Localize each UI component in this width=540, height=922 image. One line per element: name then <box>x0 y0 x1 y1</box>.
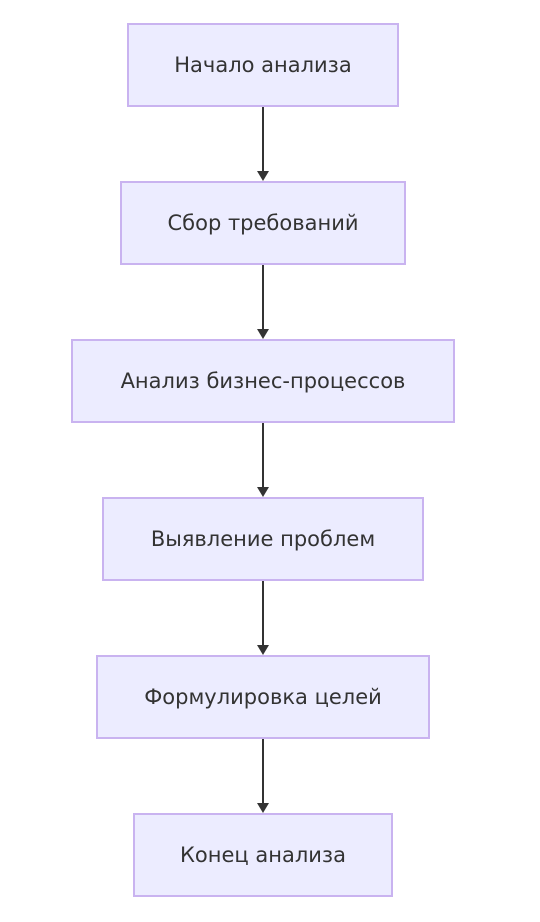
node-process-analysis: Анализ бизнес-процессов <box>71 339 455 423</box>
node-start: Начало анализа <box>127 23 399 107</box>
node-start-label: Начало анализа <box>174 52 352 77</box>
node-problems: Выявление проблем <box>102 497 424 581</box>
node-goals: Формулировка целей <box>96 655 430 739</box>
edge-requirements-to-process-analysis <box>257 265 269 339</box>
edge-process-analysis-to-problems <box>257 423 269 497</box>
node-requirements: Сбор требований <box>120 181 406 265</box>
node-problems-label: Выявление проблем <box>150 526 376 551</box>
node-goals-label: Формулировка целей <box>144 684 382 709</box>
node-end-label: Конец анализа <box>180 842 346 867</box>
edge-start-to-requirements <box>257 107 269 181</box>
node-end: Конец анализа <box>133 813 393 897</box>
node-process-analysis-label: Анализ бизнес-процессов <box>120 368 406 393</box>
edge-problems-to-goals <box>257 581 269 655</box>
node-requirements-label: Сбор требований <box>167 210 359 235</box>
edge-goals-to-end <box>257 739 269 813</box>
